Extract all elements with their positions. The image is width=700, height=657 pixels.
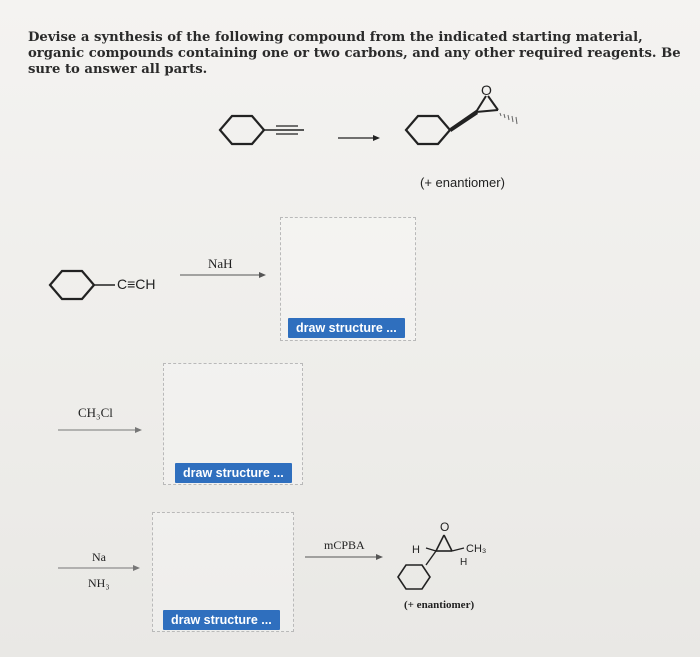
final-cyclohexane-ring xyxy=(397,564,431,590)
step3-arrow xyxy=(58,565,140,571)
final-oxygen-label: O xyxy=(440,520,449,534)
target-enantiomer-note: (+ enantiomer) xyxy=(420,175,505,190)
final-enantiomer-note: (+ enantiomer) xyxy=(404,599,475,611)
step1-draw-structure-button[interactable]: draw structure ... xyxy=(288,318,405,338)
target-reaction-scheme: O xyxy=(218,82,518,146)
step3-draw-structure-button[interactable]: draw structure ... xyxy=(163,610,280,630)
question-text: Devise a synthesis of the following comp… xyxy=(28,30,681,77)
step2-reagent: CH₃Cl xyxy=(78,405,113,420)
epoxide-oxygen-label: O xyxy=(481,82,492,98)
cyclohexane-ring xyxy=(218,114,266,146)
final-reagent: mCPBA xyxy=(324,538,365,552)
alkyne-label: C≡CH xyxy=(117,276,156,292)
step2-arrow xyxy=(58,427,142,433)
step1-arrow xyxy=(180,272,266,278)
product-cyclohexane-ring xyxy=(404,114,452,146)
final-arrow xyxy=(305,554,383,560)
step3-reagent-top: Na xyxy=(92,550,106,564)
final-ch3-label: CH₃ xyxy=(466,543,486,555)
cyclohexane-ring xyxy=(48,269,96,301)
step1-reagent: NaH xyxy=(208,256,233,271)
final-product-structure: O H CH₃ H xyxy=(397,520,486,590)
step2-draw-structure-button[interactable]: draw structure ... xyxy=(175,463,292,483)
step3-reagent-bottom: NH₃ xyxy=(88,576,110,590)
starting-material xyxy=(48,269,115,301)
final-h-left-label: H xyxy=(412,544,420,556)
final-h-bottom-label: H xyxy=(460,557,467,568)
